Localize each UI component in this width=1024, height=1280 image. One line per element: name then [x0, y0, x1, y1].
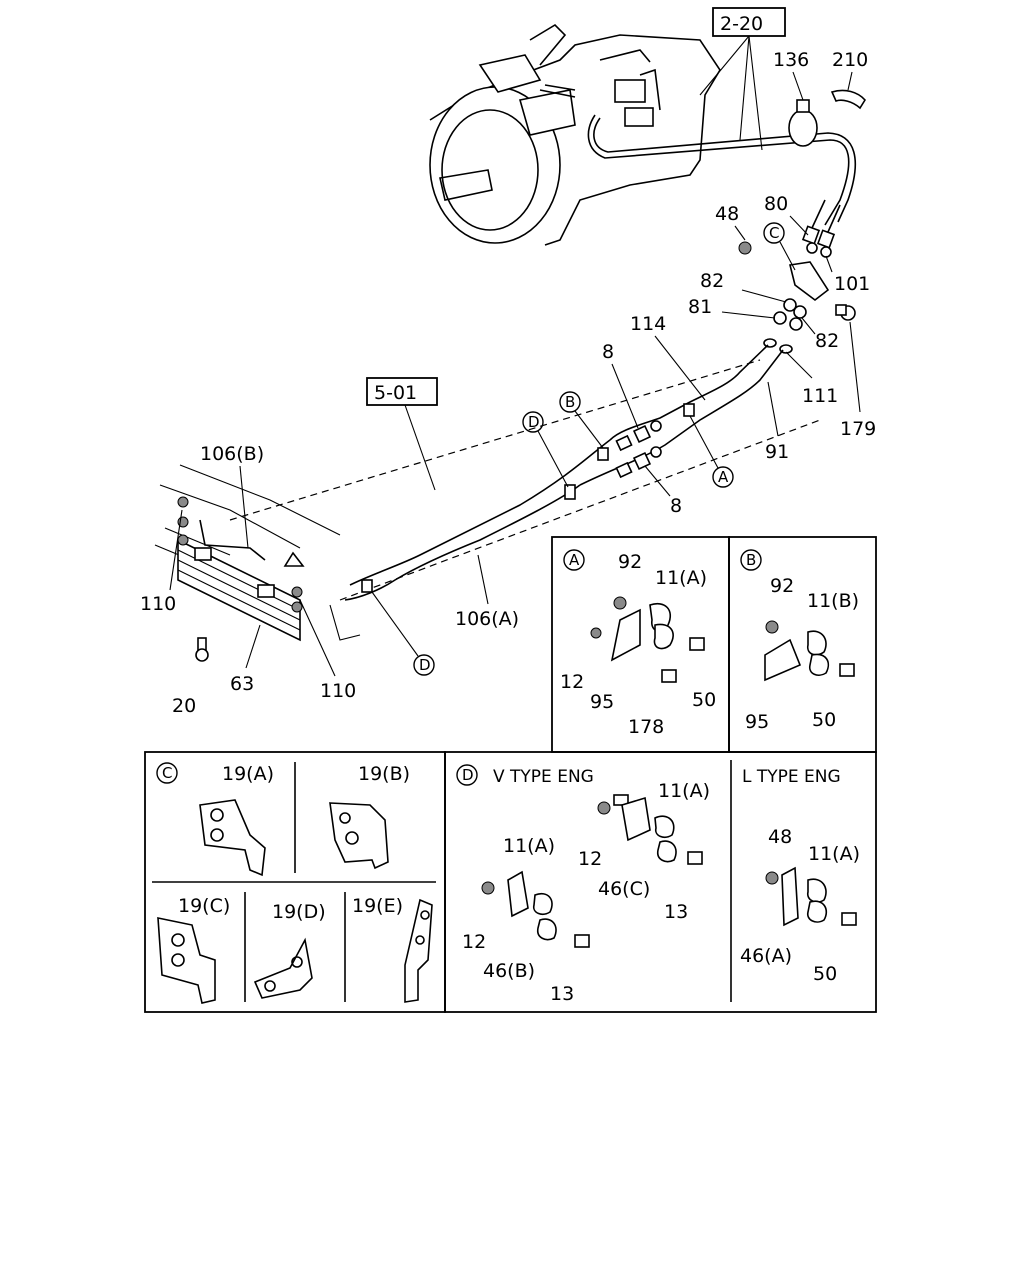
- panel-b-callout-92: 92: [770, 575, 794, 597]
- callout-136: 136: [773, 49, 809, 71]
- panel-a-letter: A: [569, 551, 580, 569]
- circle-letter-b-top-label: B: [565, 393, 575, 411]
- callout-20: 20: [172, 695, 196, 717]
- panel-d-letter: D: [462, 766, 474, 784]
- circle-letter-c-label: C: [769, 224, 779, 242]
- panel-d-v-callout-46b: 46(B): [483, 960, 535, 982]
- circle-letter-a-top-label: A: [718, 468, 729, 486]
- panel-a-callout-92: 92: [618, 551, 642, 573]
- callout-101: 101: [834, 273, 870, 295]
- panel-d-l-callout-11a: 11(A): [808, 843, 860, 865]
- callout-210: 210: [832, 49, 868, 71]
- panel-d-title-v-type: V TYPE ENG: [493, 767, 594, 787]
- transmission-drawing: [429, 23, 721, 246]
- panel-b-letter: B: [746, 551, 756, 569]
- circle-letter-a-top: [712, 466, 734, 488]
- panel-c-callout-19b: 19(B): [358, 763, 410, 785]
- detail-panel-a: A 92 11(A) 12 95 178 50: [551, 536, 730, 753]
- panel-c-callout-19e: 19(E): [352, 895, 403, 917]
- callout-179: 179: [840, 418, 876, 440]
- callout-91: 91: [765, 441, 789, 463]
- connector-nuts: 8 8 B D A: [522, 341, 734, 517]
- panel-d-title-l-type: L TYPE ENG: [742, 767, 841, 787]
- panel-c-callout-19a: 19(A): [222, 763, 274, 785]
- clip-210: 210: [830, 49, 868, 110]
- panel-a-callout-178: 178: [628, 716, 664, 738]
- panel-d-l-callout-46a: 46(A): [740, 945, 792, 967]
- panel-b-callout-11b: 11(B): [807, 590, 859, 612]
- panel-d-v-callout-12-lower: 12: [462, 931, 486, 953]
- reference-label-2-20: 2-20: [720, 13, 763, 35]
- reference-5-01: 5-01: [366, 377, 438, 491]
- circle-letter-d-top: [522, 411, 544, 433]
- callout-80: 80: [764, 193, 788, 215]
- detail-panel-b: B 92 11(B) 95 50: [728, 536, 877, 753]
- callout-63: 63: [230, 673, 254, 695]
- circle-letter-d-bottom: [413, 654, 435, 676]
- circle-letter-d-top-label: D: [528, 413, 540, 431]
- panel-b-callout-95: 95: [745, 711, 769, 733]
- panel-d-v-callout-46c: 46(C): [598, 878, 650, 900]
- detail-panel-d: D V TYPE ENG L TYPE ENG 11(A) 12 46(C) 1…: [444, 751, 877, 1013]
- panel-d-l-callout-48: 48: [768, 826, 792, 848]
- fitting-cluster: 48 80 101 82 81 82 179 C: [688, 193, 876, 440]
- callout-110-left: 110: [140, 593, 176, 615]
- panel-c-callout-19c: 19(C): [178, 895, 230, 917]
- circle-letter-c: [763, 222, 785, 244]
- panel-d-l-callout-50: 50: [813, 963, 837, 985]
- clamp-136: 136: [773, 49, 818, 147]
- callout-81: 81: [688, 296, 712, 318]
- pipes-main: 114 111 91: [344, 313, 838, 601]
- callout-106a: 106(A): [455, 608, 519, 630]
- panel-a-callout-12: 12: [560, 671, 584, 693]
- panel-a-callout-50: 50: [692, 689, 716, 711]
- panel-b-callout-50: 50: [812, 709, 836, 731]
- callout-48: 48: [715, 203, 739, 225]
- panel-d-v-callout-11a-upper: 11(A): [658, 780, 710, 802]
- callout-110-right: 110: [320, 680, 356, 702]
- callout-114: 114: [630, 313, 666, 335]
- callout-8-lower: 8: [670, 495, 682, 517]
- panel-a-callout-11a: 11(A): [655, 567, 707, 589]
- circle-letter-b-top: [559, 391, 581, 413]
- callout-8-upper: 8: [602, 341, 614, 363]
- reference-label-5-01: 5-01: [374, 382, 417, 404]
- pipe-upper: [587, 114, 856, 226]
- panel-d-v-callout-13-upper: 13: [664, 901, 688, 923]
- reference-2-20: 2-20: [699, 7, 786, 151]
- oil-cooler: 106(B) 106(A) 110 110 63 20 D: [140, 443, 519, 717]
- detail-panel-c: C 19(A) 19(B) 19(C) 19(D) 19(E): [144, 751, 446, 1013]
- panel-d-v-callout-13-lower: 13: [550, 983, 574, 1005]
- callout-106b: 106(B): [200, 443, 264, 465]
- circle-letter-d-bottom-label: D: [419, 656, 431, 674]
- callout-82-upper: 82: [700, 270, 724, 292]
- panel-d-v-callout-11a-lower: 11(A): [503, 835, 555, 857]
- panel-c-callout-19d: 19(D): [272, 901, 326, 923]
- callout-82-lower: 82: [815, 330, 839, 352]
- panel-c-letter: C: [162, 764, 172, 782]
- panel-a-callout-95: 95: [590, 691, 614, 713]
- callout-111: 111: [802, 385, 838, 407]
- panel-d-v-callout-12-upper: 12: [578, 848, 602, 870]
